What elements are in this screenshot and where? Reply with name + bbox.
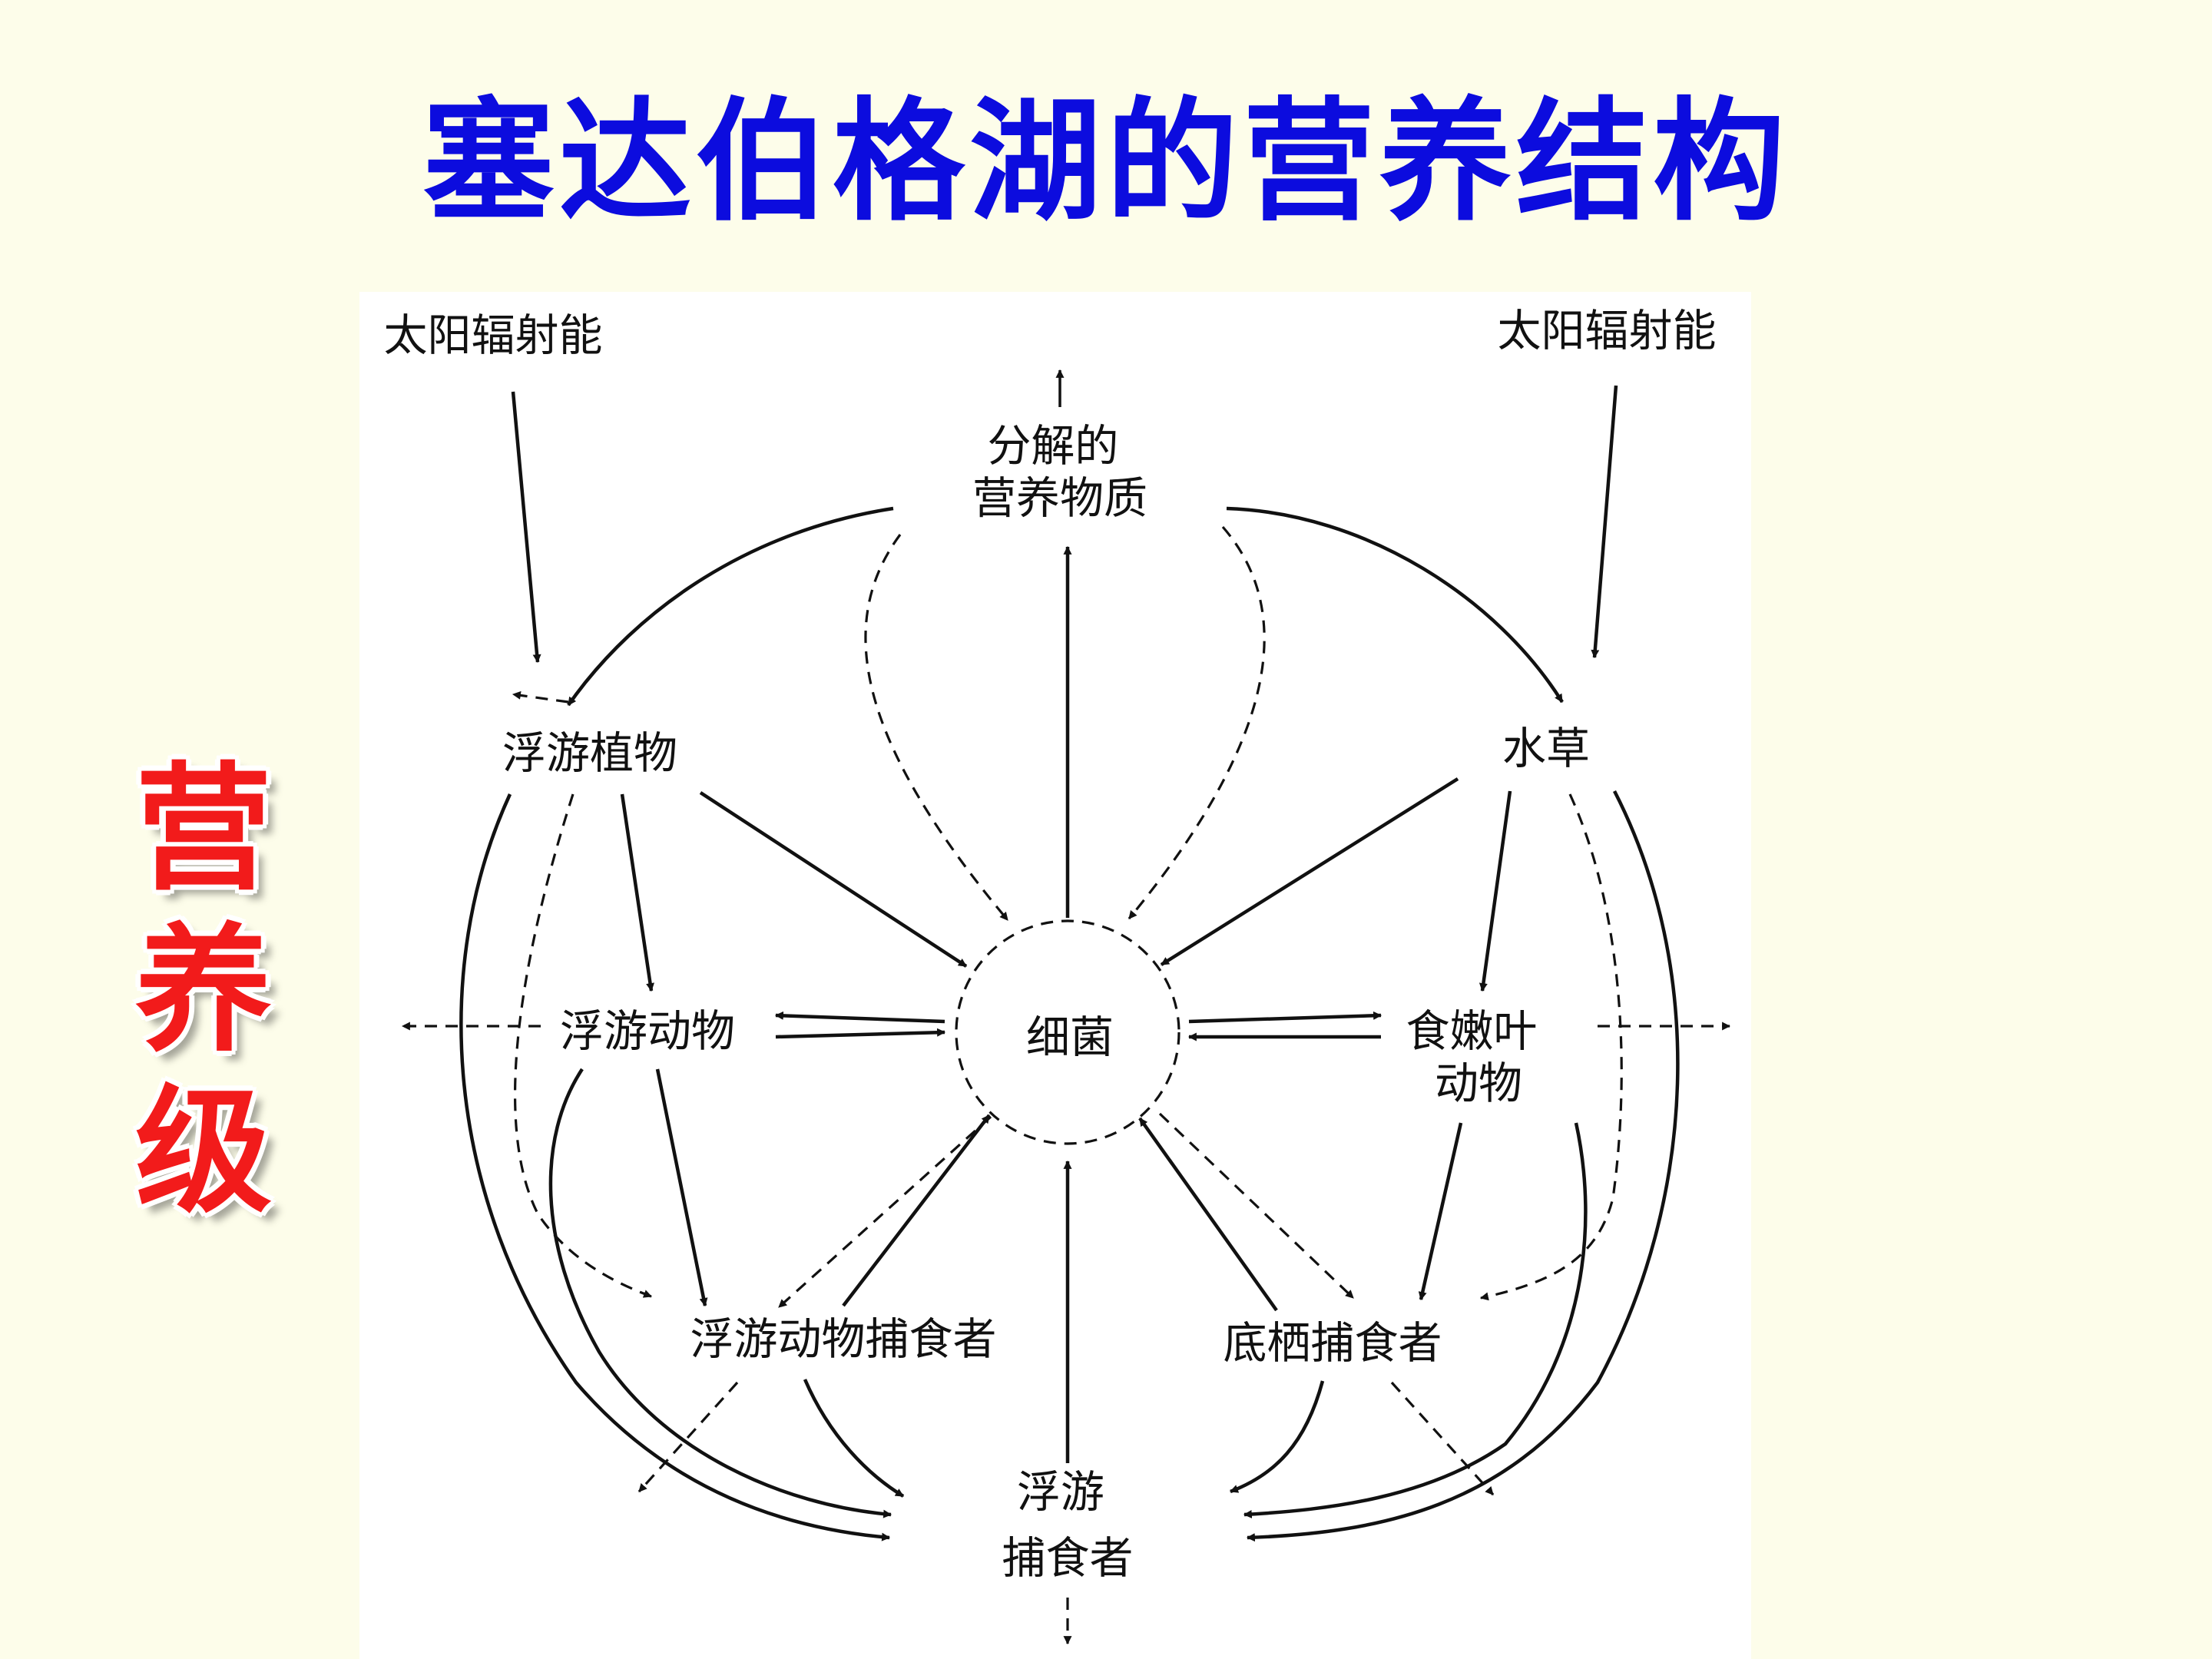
edge-nutrients-to-macrophytes xyxy=(1226,506,1564,704)
node-browsers-line2: 动物 xyxy=(1435,1058,1522,1109)
slide-title: 塞达伯格湖的营养结构 xyxy=(422,84,1790,239)
node-nutrients-line2: 营养物质 xyxy=(972,473,1147,524)
edge-phytoplankton-to-zoo-predators-dashed xyxy=(513,793,653,1298)
trophic-level-char-1: 营 xyxy=(135,750,272,909)
edge-macrophytes-to-browsers xyxy=(1479,790,1512,992)
edge-bacteria-to-zooplankton xyxy=(774,1011,945,1024)
edge-nutrients-dashed-left xyxy=(864,534,1009,922)
edge-benthic-predators-to-bacteria xyxy=(1138,1117,1278,1312)
edge-zooplankton-to-pelagic xyxy=(548,1068,892,1518)
node-nutrients-line1: 分解的 xyxy=(987,421,1118,472)
edge-benthic-predators-export-dashed xyxy=(1390,1381,1495,1496)
food-web-panel: 太阳辐射能 太阳辐射能 分解的 营养物质 浮游植物 水草 浮游动物 细菌 食嫩叶… xyxy=(359,292,1751,1659)
edge-zoo-predators-to-pelagic xyxy=(803,1379,905,1498)
edge-macrophytes-to-pelagic xyxy=(1246,790,1680,1542)
edge-bacteria-to-browsers xyxy=(1188,1011,1382,1024)
node-pelagic-predators-line2: 捕食者 xyxy=(1002,1533,1134,1584)
edge-macrophytes-to-benthic-dashed xyxy=(1479,793,1623,1301)
edge-sun-right-to-macrophytes xyxy=(1591,385,1618,659)
node-phytoplankton: 浮游植物 xyxy=(502,728,677,779)
edge-zooplankton-to-bacteria xyxy=(775,1028,946,1039)
edge-nutrients-to-phytoplankton xyxy=(567,506,894,707)
node-bacteria: 细菌 xyxy=(1026,1012,1114,1063)
node-pelagic-predators-line1: 浮游 xyxy=(1017,1467,1104,1518)
edge-browsers-to-pelagic xyxy=(1243,1122,1588,1518)
edge-macrophytes-to-bacteria xyxy=(1160,777,1459,966)
edge-browsers-to-benthic-predators xyxy=(1418,1122,1463,1301)
edge-benthic-predators-to-pelagic xyxy=(1229,1380,1325,1494)
edge-zoo-predators-to-bacteria xyxy=(842,1114,991,1307)
trophic-level-label: 营 养 级 xyxy=(123,749,284,1233)
edge-phytoplankton-to-zooplankton xyxy=(620,793,654,992)
edge-bacteria-to-zoo-predators-dashed xyxy=(777,1115,992,1309)
trophic-level-char-3: 级 xyxy=(135,1072,272,1232)
edge-zooplankton-to-zoo-predators xyxy=(655,1068,708,1307)
node-sun-left: 太阳辐射能 xyxy=(384,310,603,361)
node-benthic-predators: 底栖捕食者 xyxy=(1224,1318,1442,1369)
edge-zoo-predators-export-dashed xyxy=(637,1381,739,1493)
node-pelagic-predators: 浮游 捕食者 xyxy=(1002,1467,1134,1584)
edge-phytoplankton-return-dashed xyxy=(512,690,569,704)
bacteria-circle xyxy=(955,919,1181,1145)
node-macrophytes: 水草 xyxy=(1502,724,1590,774)
node-sun-right: 太阳辐射能 xyxy=(1498,306,1717,356)
edge-phytoplankton-to-bacteria xyxy=(699,791,968,968)
trophic-level-char-2: 养 xyxy=(135,911,272,1071)
node-browsers: 食嫩叶 动物 xyxy=(1406,1006,1551,1109)
node-nutrients: 分解的 营养物质 xyxy=(972,421,1147,524)
node-zooplankton: 浮游动物 xyxy=(560,1006,735,1057)
edge-phytoplankton-to-pelagic xyxy=(459,793,891,1541)
node-browsers-line1: 食嫩叶 xyxy=(1406,1006,1537,1057)
edge-sun-left-to-phytoplankton xyxy=(511,391,541,664)
node-zooplankton-predators: 浮游动物捕食者 xyxy=(690,1314,997,1365)
edge-bacteria-to-benthic-dashed xyxy=(1158,1112,1355,1300)
edge-nutrients-dashed-right xyxy=(1128,525,1266,920)
food-web-diagram: 太阳辐射能 太阳辐射能 分解的 营养物质 浮游植物 水草 浮游动物 细菌 食嫩叶… xyxy=(384,306,1731,1645)
